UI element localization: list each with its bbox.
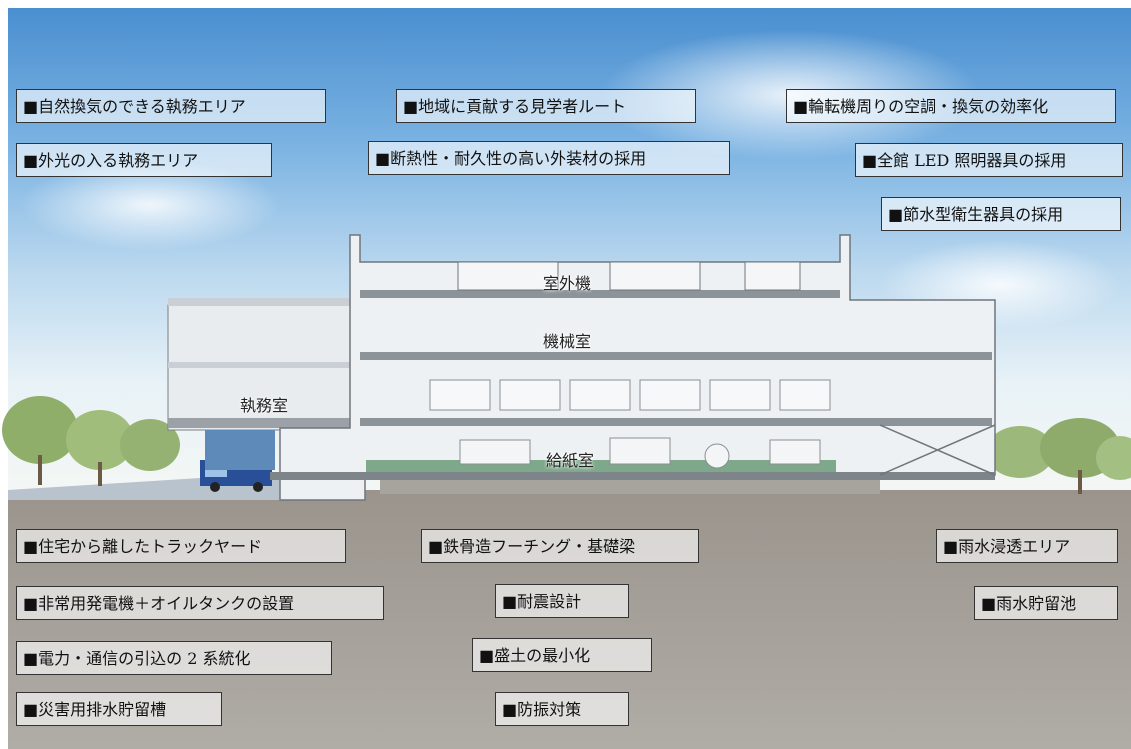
callout-water-saving-fixtures: ■節水型衛生器具の採用 (881, 197, 1121, 231)
callout-led-lighting: ■全館 LED 照明器具の採用 (855, 143, 1123, 177)
trees-right (986, 418, 1131, 494)
callout-rainwater-pond: ■雨水貯留池 (974, 586, 1118, 620)
callout-natural-ventilation: ■自然換気のできる執務エリア (16, 89, 326, 123)
printing-presses (429, 379, 831, 411)
callout-visitor-route: ■地域に貢献する見学者ルート (396, 89, 696, 123)
callout-seismic-design: ■耐震設計 (495, 584, 629, 618)
callout-dual-power-lines: ■電力・通信の引込の 2 系統化 (16, 641, 332, 675)
callout-exterior-materials: ■断熱性・耐久性の高い外装材の採用 (368, 141, 730, 175)
trees-left (2, 396, 180, 486)
callout-minimal-fill: ■盛土の最小化 (472, 638, 652, 672)
callout-disaster-drainage-tank: ■災害用排水貯留槽 (16, 692, 222, 726)
callout-steel-footing: ■鉄骨造フーチング・基礎梁 (421, 529, 699, 563)
callout-vibration-control: ■防振対策 (495, 692, 629, 726)
paper-rolls (459, 437, 821, 469)
callout-press-air-conditioning: ■輪転機周りの空調・換気の効率化 (786, 89, 1116, 123)
room-label-machine-room: 機械室 (543, 332, 592, 351)
callout-truck-yard: ■住宅から離したトラックヤード (16, 529, 346, 563)
callout-emergency-generator: ■非常用発電機＋オイルタンクの設置 (16, 586, 384, 620)
room-label-paper-supply: 給紙室 (546, 451, 595, 470)
callout-rainwater-infiltration: ■雨水浸透エリア (936, 529, 1118, 563)
callout-daylight-office: ■外光の入る執務エリア (16, 143, 272, 177)
room-label-outdoor-units: 室外機 (543, 274, 592, 293)
rooftop-louvers (457, 261, 801, 291)
room-label-office: 執務室 (240, 396, 289, 415)
